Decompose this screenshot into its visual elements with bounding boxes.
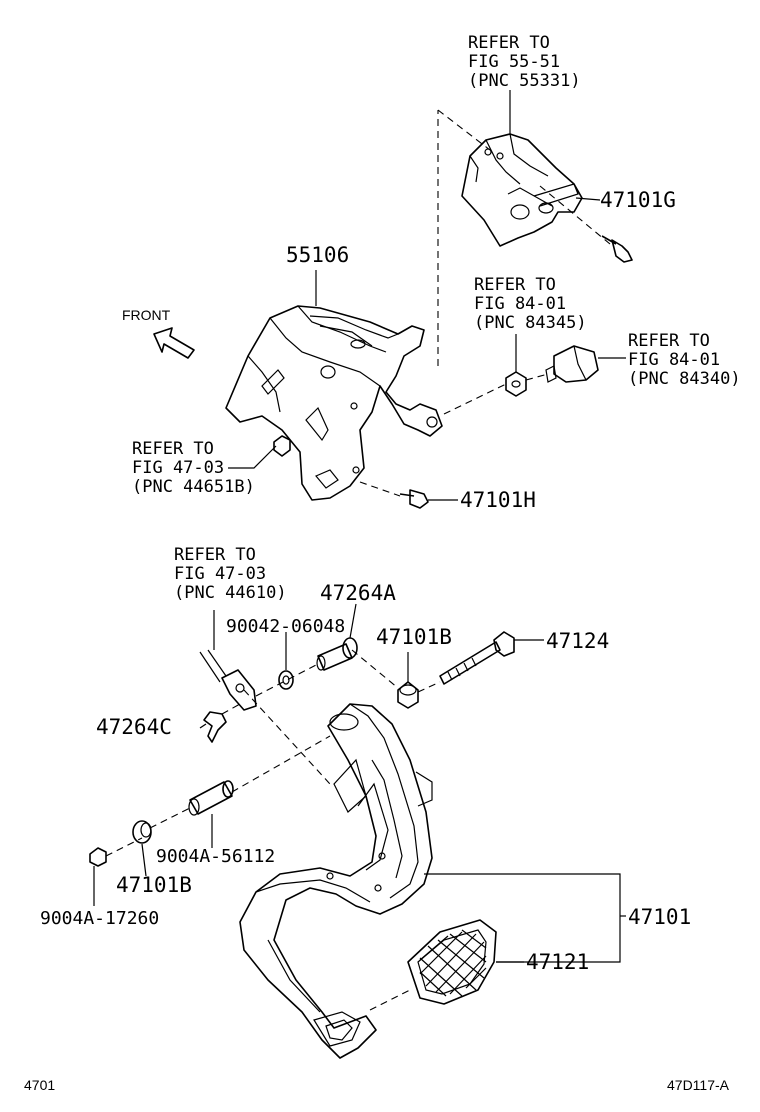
- leader-lines: [93, 90, 626, 963]
- front-arrow-icon: [153, 327, 195, 359]
- ref-84-01-a-line3: (PNC 84345): [474, 313, 587, 333]
- ref-84-01-b-line2: FIG 84-01: [628, 350, 720, 370]
- ref-47-03-a-line3: (PNC 44651B): [132, 477, 255, 497]
- part-number-47101: 47101: [628, 905, 691, 929]
- stop-lamp-switch: [545, 345, 599, 383]
- ref-55-51-line1: REFER TO: [468, 33, 550, 53]
- ref-47-03-a-line1: REFER TO: [132, 439, 214, 459]
- part-number-47101g: 47101G: [600, 188, 676, 212]
- ref-55-51-line2: FIG 55-51: [468, 52, 560, 72]
- part-number-90042-06048: 90042-06048: [226, 616, 345, 637]
- ref-84-01-a-line2: FIG 84-01: [474, 294, 566, 314]
- ref-47-03-a-line2: FIG 47-03: [132, 458, 224, 478]
- nut-9004a-17260: [89, 847, 107, 867]
- front-label: FRONT: [122, 307, 171, 323]
- bushing-47101b-top: [397, 681, 419, 709]
- pedal-pad-47121: [407, 919, 497, 1005]
- part-number-47101h: 47101H: [460, 488, 536, 512]
- ref-84-01-b-line1: REFER TO: [628, 331, 710, 351]
- footer-right-code: 47D117-A: [667, 1077, 730, 1093]
- part-number-9004a-56112: 9004A-56112: [156, 846, 275, 867]
- bolt-47101g: [601, 235, 633, 263]
- ref-55-51-line3: (PNC 55331): [468, 71, 581, 91]
- part-number-47101b-top: 47101B: [376, 625, 452, 649]
- part-number-47101b-bottom: 47101B: [116, 873, 192, 897]
- part-number-47264c: 47264C: [96, 715, 172, 739]
- grommet-84345: [505, 371, 527, 397]
- pin-47264a: [316, 637, 358, 671]
- ref-47-03-b-line2: FIG 47-03: [174, 564, 266, 584]
- part-number-9004a-17260: 9004A-17260: [40, 908, 159, 929]
- part-number-47264a: 47264A: [320, 581, 396, 605]
- push-rod-clevis: [199, 610, 257, 711]
- collar-9004a-56112: [188, 780, 234, 816]
- footer-left-code: 4701: [24, 1077, 55, 1093]
- bushing-47101b-bottom: [132, 820, 152, 844]
- part-number-47124: 47124: [546, 629, 609, 653]
- pedal-bracket-55106: [225, 305, 443, 501]
- ref-47-03-b-line1: REFER TO: [174, 545, 256, 565]
- ref-47-03-b-line3: (PNC 44610): [174, 583, 287, 603]
- bolt-47101h: [399, 489, 429, 509]
- nut-44651b: [273, 435, 291, 457]
- brake-pedal-arm: [239, 703, 433, 1059]
- ref-84-01-a-line1: REFER TO: [474, 275, 556, 295]
- part-number-47121: 47121: [526, 950, 589, 974]
- upper-support-bracket: [461, 133, 583, 247]
- clip-47264c: [203, 711, 227, 743]
- part-number-55106: 55106: [286, 243, 349, 267]
- bolt-47124: [439, 631, 515, 685]
- washer-90042-06048: [278, 670, 294, 690]
- ref-84-01-b-line3: (PNC 84340): [628, 369, 741, 389]
- pad-grid: [419, 929, 487, 997]
